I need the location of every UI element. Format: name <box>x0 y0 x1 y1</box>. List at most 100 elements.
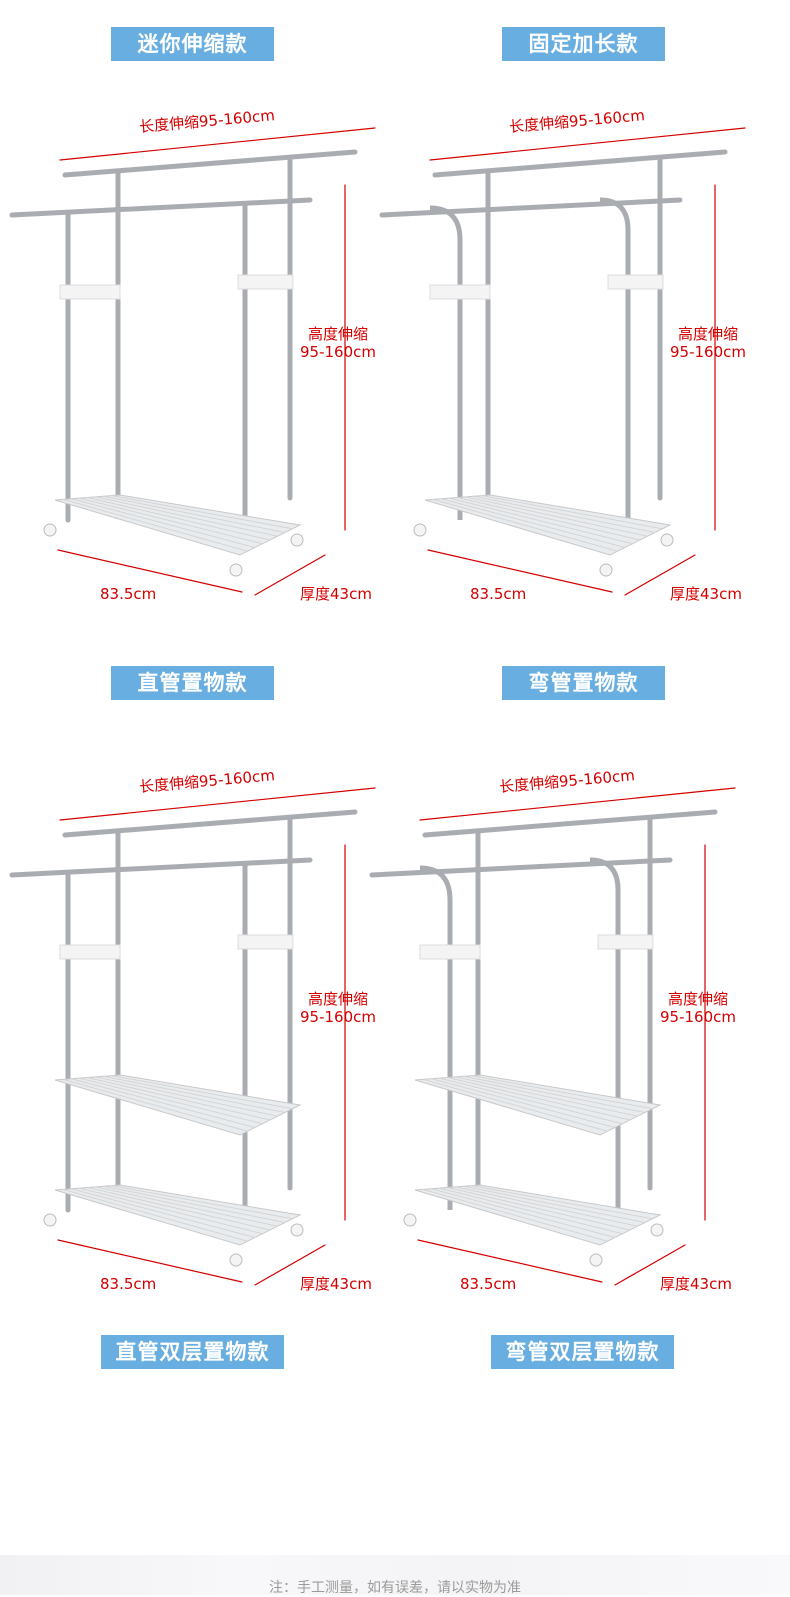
shelf-wire <box>62 498 248 552</box>
shelf-wire <box>95 1076 278 1117</box>
shelf-wire <box>70 498 256 548</box>
footer-band <box>0 1555 790 1595</box>
front-right-curved-post <box>589 857 621 1235</box>
shelf-wire <box>463 1075 646 1113</box>
height-label-line2: 95-160cm <box>660 1008 736 1026</box>
wheel <box>589 1253 603 1267</box>
variant-label-curved-double: 弯管双层置物款 <box>491 1335 674 1369</box>
height-label-line2: 95-160cm <box>300 1008 376 1026</box>
bottom-shelf <box>54 1184 302 1246</box>
rack-illustration <box>379 127 746 596</box>
variant-label-straight-double: 直管双层置物款 <box>101 1335 284 1369</box>
shelf-wire <box>95 1186 278 1227</box>
length-dimension-line <box>419 787 736 821</box>
front-left-curved-post <box>429 205 463 520</box>
height-label-line1: 高度伸缩 <box>677 325 738 343</box>
shelf-wire <box>103 495 286 533</box>
variant-label-fixed-extended: 固定加长款 <box>502 27 665 61</box>
front-hanging-rail <box>369 857 673 878</box>
wheel <box>403 1213 417 1227</box>
shelf-wire <box>430 1188 616 1238</box>
shelf-wire <box>448 497 633 545</box>
right-connector <box>597 934 654 950</box>
shelf-wire <box>62 1078 248 1132</box>
shelf-wire <box>422 1188 608 1242</box>
wheel <box>229 563 243 577</box>
shelf-wire <box>78 497 263 545</box>
wheel <box>290 533 304 547</box>
depth-dimension-line <box>254 554 326 596</box>
front-hanging-rail <box>9 857 313 878</box>
shelf-wire <box>455 1186 638 1227</box>
depth-dimension-line <box>254 1244 326 1286</box>
middle-shelf <box>54 1074 302 1136</box>
front-left-curved-post <box>419 865 453 1210</box>
shelf-wire <box>447 1187 631 1231</box>
shelf-wire <box>103 1185 286 1223</box>
shelf-wire <box>422 1078 608 1132</box>
shelf-wire <box>455 1076 638 1117</box>
back-hanging-rail <box>62 149 358 178</box>
shelf-wire <box>432 498 618 552</box>
left-connector <box>59 944 121 960</box>
shelf-wire <box>457 497 641 541</box>
shelf-wire <box>78 1077 263 1125</box>
length-dimension-line <box>59 127 376 161</box>
shelf-wire <box>62 1188 248 1242</box>
wheel <box>599 563 613 577</box>
depth-dimension-label: 厚度43cm <box>660 1275 732 1293</box>
shelf-wire <box>465 496 648 537</box>
bottom-shelf <box>414 1184 662 1246</box>
back-hanging-rail <box>422 809 718 838</box>
depth-dimension-label: 厚度43cm <box>300 585 372 603</box>
shelf-wire <box>471 1185 653 1220</box>
variant-label-straight-storage: 直管置物款 <box>111 666 274 700</box>
middle-shelf <box>414 1074 662 1136</box>
back-hanging-rail <box>62 809 358 838</box>
depth-dimension-line <box>624 554 696 596</box>
height-label-line1: 高度伸缩 <box>307 325 368 343</box>
shelf-wire <box>447 1077 631 1121</box>
shelf-wire <box>87 1077 271 1121</box>
front-hanging-rail <box>9 197 313 218</box>
front-right-curved-post <box>599 197 631 545</box>
back-hanging-rail <box>432 149 728 178</box>
wheel <box>290 1223 304 1237</box>
measurement-note: 注：手工测量，如有误差，请以实物为准 <box>269 1580 521 1596</box>
shelf-wire <box>430 1078 616 1128</box>
shelf-wire <box>103 1075 286 1113</box>
left-connector <box>419 944 481 960</box>
width-dimension-label: 83.5cm <box>100 585 157 603</box>
right-connector <box>237 274 294 290</box>
left-connector <box>59 284 121 300</box>
width-dimension-line <box>427 549 613 593</box>
height-label-line1: 高度伸缩 <box>667 990 728 1008</box>
shelf-wire <box>95 496 278 537</box>
rack-illustration <box>9 787 376 1286</box>
wheel <box>43 1213 57 1227</box>
length-dimension-line <box>59 787 376 821</box>
wheel <box>650 1223 664 1237</box>
shelf-wire <box>78 1187 263 1235</box>
right-connector <box>237 934 294 950</box>
depth-dimension-label: 厚度43cm <box>670 585 742 603</box>
width-dimension-line <box>417 1239 603 1283</box>
height-label-line2: 95-160cm <box>300 343 376 361</box>
shelf-wire <box>111 1075 293 1110</box>
shelf-wire <box>70 1188 256 1238</box>
front-hanging-rail <box>379 197 683 218</box>
height-label-line2: 95-160cm <box>670 343 746 361</box>
right-connector <box>607 274 664 290</box>
shelf-wire <box>111 495 293 530</box>
shelf-wire <box>440 498 626 548</box>
wheel <box>229 1253 243 1267</box>
shelf-wire <box>87 497 271 541</box>
variant-label-curved-storage: 弯管置物款 <box>502 666 665 700</box>
